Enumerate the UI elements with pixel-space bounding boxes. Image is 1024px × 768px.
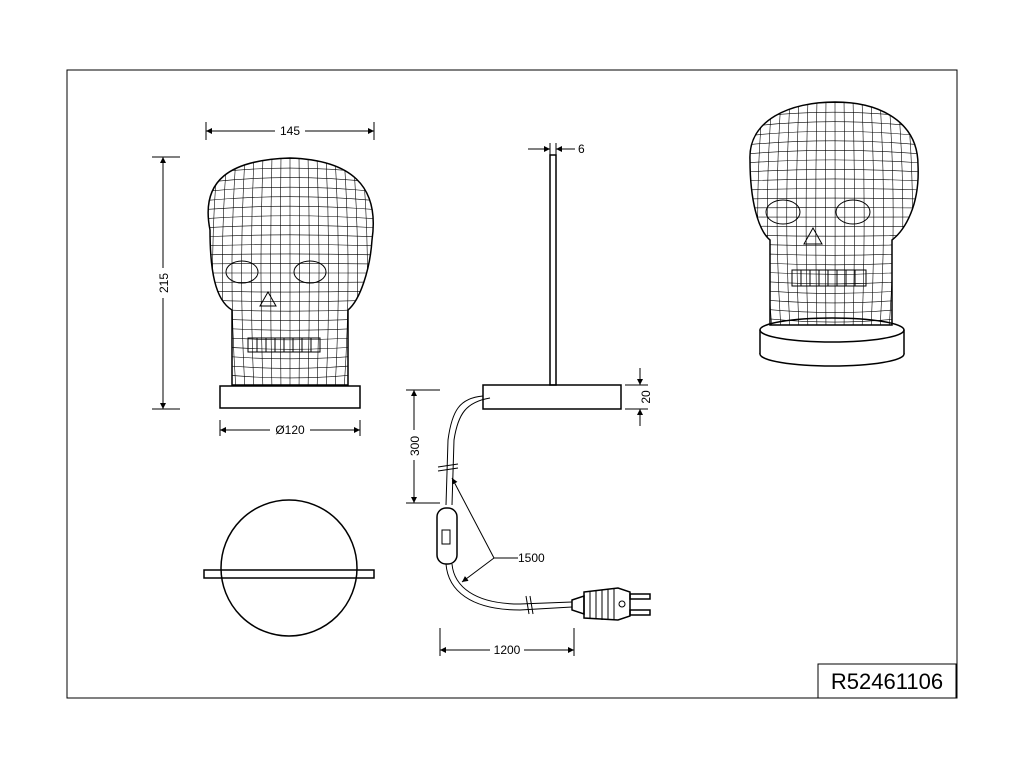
mesh-line — [825, 102, 827, 325]
dim-pole-thickness: 6 — [578, 142, 585, 156]
mesh-line — [796, 102, 800, 325]
mesh-line — [334, 158, 339, 385]
mesh-line — [749, 261, 919, 266]
mesh-line — [749, 243, 919, 247]
mesh-line — [316, 158, 320, 385]
dim-cable-length: 1500 — [518, 551, 545, 565]
mesh-line — [915, 102, 919, 325]
front-base — [219, 385, 361, 409]
persp-base-top — [759, 317, 905, 343]
power-cable — [445, 395, 484, 506]
mesh-line — [870, 102, 875, 325]
sheet-frame — [66, 69, 958, 699]
persp-nose — [803, 226, 823, 245]
top-view-base-circle — [220, 499, 358, 637]
mesh-line — [738, 100, 745, 330]
dim-base-height: 20 — [639, 390, 653, 404]
mesh-line — [749, 159, 919, 164]
mesh-line — [380, 156, 387, 390]
front-left-eye — [225, 260, 259, 284]
mesh-line — [749, 252, 919, 256]
top-view-panel — [203, 569, 375, 579]
mesh-line — [749, 102, 755, 325]
mesh-line — [298, 158, 300, 385]
mesh-line — [749, 102, 919, 110]
dim-width: 145 — [280, 124, 300, 138]
mesh-line — [260, 158, 264, 385]
mesh-line — [888, 102, 894, 325]
mesh-line — [200, 390, 380, 397]
mesh-line — [270, 158, 273, 385]
side-panel — [549, 154, 557, 386]
mesh-line — [749, 234, 919, 237]
mesh-line — [343, 158, 349, 385]
mesh-line — [805, 102, 809, 325]
mesh-line — [786, 102, 791, 325]
front-skull-mesh — [193, 149, 387, 397]
mesh-line — [749, 150, 919, 155]
mesh-line — [208, 158, 210, 385]
mesh-line — [843, 102, 846, 325]
mesh-line — [852, 102, 855, 325]
mesh-line — [749, 297, 919, 304]
front-view: 145 215 Ø120 — [152, 122, 387, 437]
mesh-line — [280, 158, 282, 385]
mesh-line — [749, 188, 919, 191]
top-view — [203, 499, 375, 637]
product-code-box — [817, 663, 957, 699]
mesh-line — [749, 270, 919, 275]
inline-switch — [436, 507, 458, 565]
front-teeth — [247, 337, 321, 353]
dim-base-diameter: Ø120 — [275, 423, 305, 437]
front-right-eye — [293, 260, 327, 284]
mesh-line — [861, 102, 865, 325]
dim-cable-horizontal: 1200 — [494, 643, 521, 657]
mesh-line — [749, 288, 919, 294]
persp-skull-outline — [749, 101, 919, 326]
perspective-view — [738, 93, 922, 367]
mesh-line — [749, 225, 919, 227]
dim-height: 215 — [157, 273, 171, 293]
mesh-line — [749, 197, 919, 200]
mesh-line — [897, 102, 904, 325]
mesh-line — [776, 102, 782, 325]
mesh-line — [307, 158, 310, 385]
mesh-line — [745, 93, 922, 100]
euro-plug — [571, 587, 651, 621]
mesh-line — [749, 121, 919, 128]
mesh-line — [749, 130, 919, 137]
mesh-line — [749, 140, 919, 146]
switch-button — [441, 529, 451, 545]
mesh-line — [749, 111, 919, 119]
mesh-line — [879, 102, 884, 325]
product-code: R52461106 — [831, 669, 943, 694]
mesh-line — [370, 158, 374, 385]
side-base — [482, 384, 622, 410]
side-view: 6 20 — [406, 142, 653, 657]
persp-left-eye — [765, 199, 801, 225]
mesh-line — [749, 306, 919, 313]
front-skull-outline — [207, 157, 374, 386]
persp-teeth — [791, 269, 867, 287]
mesh-line — [749, 169, 919, 173]
mesh-line — [200, 149, 380, 156]
mesh-line — [815, 102, 818, 325]
mesh-line — [251, 158, 255, 385]
mesh-line — [193, 156, 200, 390]
mesh-line — [231, 158, 237, 385]
front-nose — [259, 290, 277, 307]
mesh-line — [749, 178, 919, 182]
mesh-line — [241, 158, 246, 385]
dim-cable-drop: 300 — [408, 436, 422, 456]
mesh-line — [325, 158, 329, 385]
mesh-line — [749, 279, 919, 285]
persp-right-eye — [835, 199, 871, 225]
